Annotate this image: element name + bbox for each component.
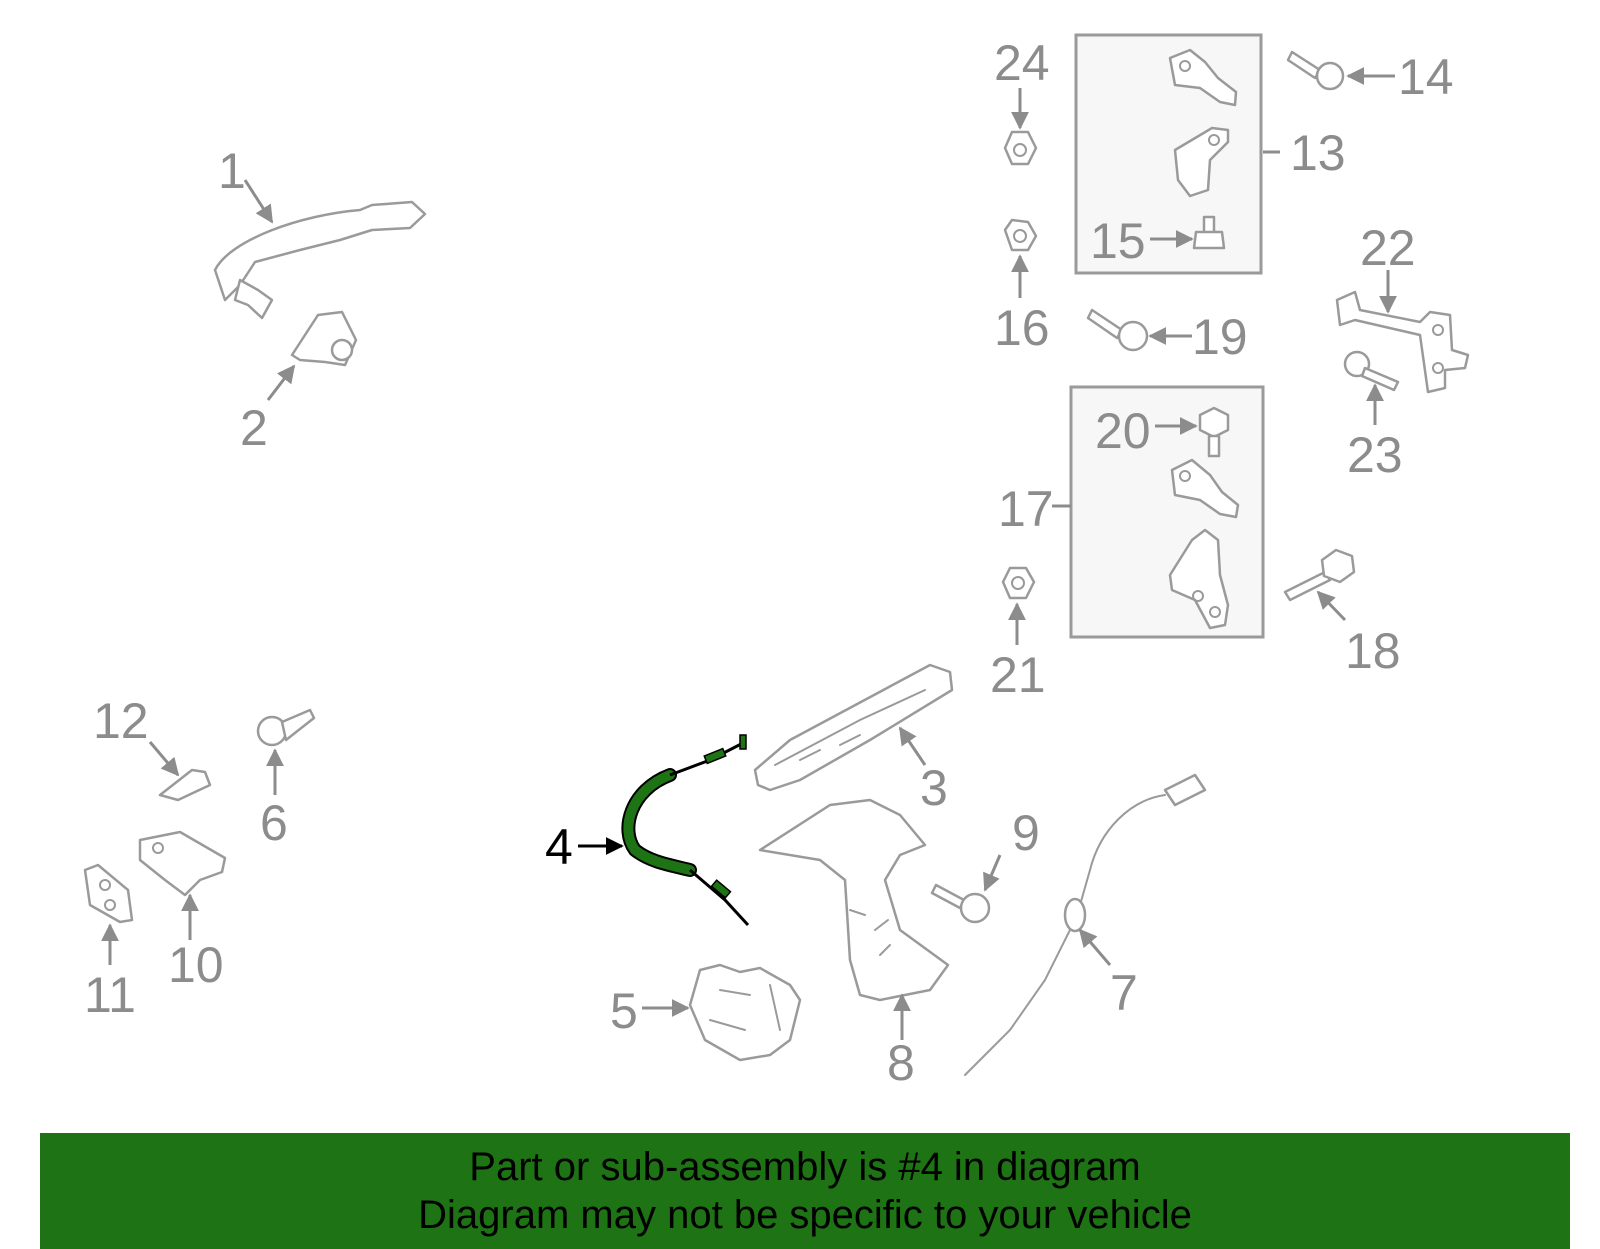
part-2-handle-cap: 2 xyxy=(240,310,358,456)
part-7-cable: 7 xyxy=(964,773,1207,1076)
label-9: 9 xyxy=(1012,805,1040,861)
part-4-release-cable: 4 xyxy=(545,734,750,927)
label-3: 3 xyxy=(920,760,948,816)
part-8-bracket: 8 xyxy=(758,798,950,1091)
part-12-clip: 12 xyxy=(93,693,212,802)
banner-line-2: Diagram may not be specific to your vehi… xyxy=(418,1193,1192,1237)
label-4: 4 xyxy=(545,819,573,875)
label-2: 2 xyxy=(240,400,268,456)
label-6: 6 xyxy=(260,795,288,851)
label-7: 7 xyxy=(1110,965,1138,1021)
part-18-bolt: 18 xyxy=(1283,548,1401,679)
label-13: 13 xyxy=(1290,125,1346,181)
label-20: 20 xyxy=(1095,403,1151,459)
part-14-bolt: 14 xyxy=(1286,49,1454,105)
part-10-plate: 10 xyxy=(138,830,227,993)
label-23: 23 xyxy=(1347,427,1403,483)
part-16-nut: 16 xyxy=(994,218,1050,356)
part-15-stud: 15 xyxy=(1090,213,1226,269)
part-22-door-check: 22 xyxy=(1335,220,1470,394)
banner-line-1: Part or sub-assembly is #4 in diagram xyxy=(469,1145,1141,1189)
info-banner: Part or sub-assembly is #4 in diagram Di… xyxy=(40,1133,1570,1249)
label-18: 18 xyxy=(1345,623,1401,679)
label-16: 16 xyxy=(994,300,1050,356)
part-5-door-latch: 5 xyxy=(610,963,802,1062)
label-8: 8 xyxy=(887,1035,915,1091)
label-5: 5 xyxy=(610,983,638,1039)
label-10: 10 xyxy=(168,937,224,993)
part-20-bolt: 20 xyxy=(1095,403,1230,459)
part-9-bolt: 9 xyxy=(930,805,1040,924)
label-24: 24 xyxy=(994,35,1050,91)
part-23-bolt: 23 xyxy=(1343,350,1403,483)
label-1: 1 xyxy=(218,143,246,199)
part-17-hinge-kit: 17 xyxy=(998,385,1265,639)
part-11-gasket: 11 xyxy=(83,863,136,1023)
label-15: 15 xyxy=(1090,213,1146,269)
part-6-screw: 6 xyxy=(256,708,316,851)
part-3-handle-frame: 3 xyxy=(753,663,954,816)
part-13-hinge-kit: 13 xyxy=(1074,33,1346,275)
part-24-nut: 24 xyxy=(994,35,1050,166)
part-19-bolt: 19 xyxy=(1086,308,1248,365)
label-19: 19 xyxy=(1192,309,1248,365)
part-21-nut: 21 xyxy=(990,566,1046,703)
label-12: 12 xyxy=(93,693,149,749)
part-1-door-handle: 1 xyxy=(213,143,427,320)
label-22: 22 xyxy=(1360,220,1416,276)
label-21: 21 xyxy=(990,647,1046,703)
label-14: 14 xyxy=(1398,49,1454,105)
label-17: 17 xyxy=(998,481,1054,537)
parts-diagram: 1 2 3 4 5 6 xyxy=(83,33,1470,1091)
label-11: 11 xyxy=(84,967,136,1023)
